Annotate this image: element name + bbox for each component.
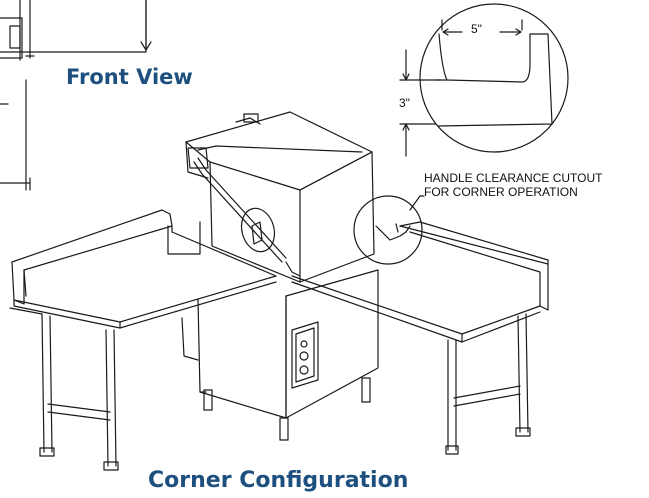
front-view-title: Front View [66, 65, 193, 89]
right-dish-table [291, 221, 549, 455]
left-dish-table [9, 209, 277, 471]
dishwasher [181, 111, 379, 441]
callout-line-2: FOR CORNER OPERATION [424, 185, 578, 199]
dimension-height-label: 3" [398, 96, 411, 110]
handle-clearance-callout: HANDLE CLEARANCE CUTOUT FOR CORNER OPERA… [424, 171, 602, 199]
callout-line-1: HANDLE CLEARANCE CUTOUT [424, 171, 603, 185]
dimension-width-label: 5" [470, 22, 483, 36]
corner-configuration-title: Corner Configuration [148, 468, 409, 493]
front-view-partial [0, 0, 152, 191]
detail-circle [399, 3, 569, 157]
callout-marker [353, 195, 425, 265]
